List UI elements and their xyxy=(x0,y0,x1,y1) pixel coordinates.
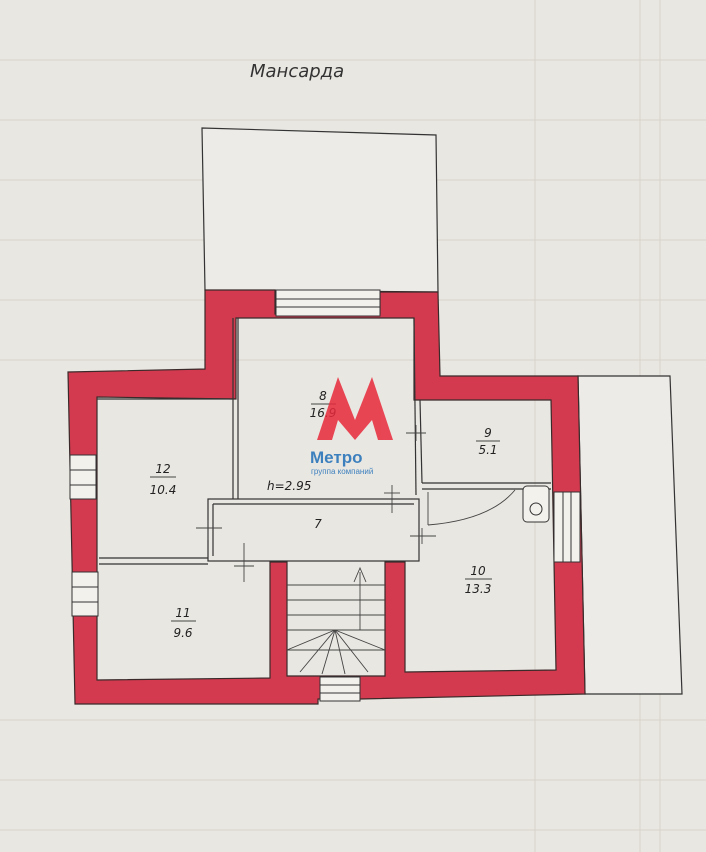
door-ticks xyxy=(196,425,436,582)
svg-text:12: 12 xyxy=(155,462,170,476)
metro-logo: Метро группа компаний xyxy=(310,377,393,476)
staircase xyxy=(286,566,386,675)
svg-text:5.1: 5.1 xyxy=(478,443,497,457)
room-7-label: 7 xyxy=(314,517,322,531)
svg-text:10: 10 xyxy=(470,564,486,578)
ceiling-height: h=2.95 xyxy=(267,479,311,493)
windows xyxy=(69,289,581,702)
terrace-right xyxy=(577,375,683,695)
logo-brand: Метро xyxy=(310,448,363,467)
svg-text:11: 11 xyxy=(175,606,190,620)
room-9-label: 9 5.1 xyxy=(476,426,500,457)
logo-mark xyxy=(317,377,393,440)
svg-text:10.4: 10.4 xyxy=(150,483,177,497)
svg-text:8: 8 xyxy=(319,389,327,403)
room-12-label: 12 10.4 xyxy=(150,462,177,497)
svg-text:9.6: 9.6 xyxy=(173,626,192,640)
room-10-label: 10 13.3 xyxy=(465,564,492,596)
svg-text:7: 7 xyxy=(314,517,322,531)
door-and-fixtures xyxy=(427,485,550,526)
exterior-walls xyxy=(67,289,586,705)
svg-text:9: 9 xyxy=(484,426,492,440)
plan-title: Мансарда xyxy=(250,61,344,82)
interior-walls xyxy=(97,317,551,565)
room-11-label: 11 9.6 xyxy=(171,606,196,640)
logo-tagline: группа компаний xyxy=(311,467,373,476)
balcony-top xyxy=(201,127,439,293)
svg-text:13.3: 13.3 xyxy=(465,582,492,596)
